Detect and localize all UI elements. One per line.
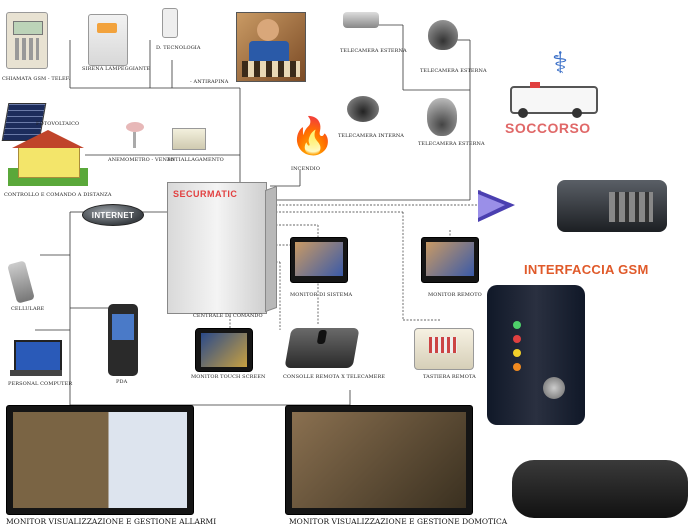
label-antiallagamento: ANTIALLAGAMENTO <box>167 157 224 163</box>
label-pda: PDA <box>116 379 128 385</box>
control-panel-brand: SECURMATIC <box>173 189 238 199</box>
label-anemometro: ANEMOMETRO - VENTO <box>108 157 175 163</box>
label-tastiera: TASTIERA REMOTA <box>423 374 476 380</box>
laptop <box>10 340 62 378</box>
alarm-monitor <box>6 405 194 515</box>
label-personal-computer: PERSONAL COMPUTER <box>8 381 73 387</box>
label-monitor-domotica: MONITOR VISUALIZZAZIONE E GESTIONE DOMOT… <box>289 517 508 526</box>
label-telecamera-interna: TELECAMERA INTERNA <box>338 133 405 139</box>
label-soccorso: SOCCORSO <box>505 120 591 136</box>
label-controllo-distanza: CONTROLLO E COMANDO A DISTANZA <box>4 192 112 198</box>
anemometer-device <box>122 122 148 150</box>
rfid-key-fob <box>512 460 688 518</box>
remote-monitor <box>421 237 479 283</box>
label-monitor-sistema: MONITOR DI SISTEMA <box>290 292 353 298</box>
control-panel <box>167 182 267 314</box>
internet-label: INTERNET <box>91 210 135 220</box>
dome-camera-2 <box>427 98 457 136</box>
dome-camera-1 <box>428 20 458 50</box>
gsm-dialer-device <box>6 12 48 69</box>
house-image <box>8 128 88 188</box>
label-telecamera-esterna-2: TELECAMERA ESTERNA <box>420 68 487 74</box>
siren-device <box>88 14 128 66</box>
label-chiamata-gsm: CHIAMATA GSM - TELEF. <box>2 76 71 82</box>
flood-sensor <box>172 128 206 150</box>
label-centrale: CENTRALE DI COMANDO <box>193 313 263 319</box>
motion-sensor-device <box>162 8 178 38</box>
label-interfaccia-gsm: INTERFACCIA GSM <box>524 262 649 277</box>
label-telecamera-esterna-1: TELECAMERA ESTERNA <box>340 48 407 54</box>
label-sirena: SIRENA LAMPEGGIANTE <box>82 66 151 72</box>
label-incendio: INCENDIO <box>291 166 321 172</box>
label-fotovoltaico: FOTOVOLTAICO <box>36 121 80 127</box>
label-consolle: CONSOLLE REMOTA X TELECAMERE <box>283 374 386 380</box>
internal-camera <box>347 96 379 122</box>
label-antirapina: - ANTIRAPINA <box>190 79 229 85</box>
caduceus-icon: ⚕ <box>551 46 569 81</box>
system-monitor <box>290 237 348 283</box>
ambulance-icon <box>510 82 598 118</box>
domotica-monitor <box>285 405 473 515</box>
camera-console <box>284 328 360 368</box>
label-touch-screen: MONITOR TOUCH SCREEN <box>191 374 266 380</box>
label-monitor-remoto: MONITOR REMOTO <box>428 292 482 298</box>
control-panel-side <box>265 185 277 313</box>
label-tecnologia: D. TECNOLOGIA <box>156 45 201 51</box>
fire-icon: 🔥 <box>290 116 335 157</box>
pda-device <box>108 304 138 376</box>
external-camera-1 <box>343 12 379 28</box>
touch-screen-monitor <box>195 328 253 372</box>
remote-keypad <box>414 328 474 370</box>
desk-phone <box>557 180 667 232</box>
internet-cloud: INTERNET <box>82 204 144 226</box>
label-monitor-allarmi: MONITOR VISUALIZZAZIONE E GESTIONE ALLAR… <box>6 517 217 526</box>
label-telecamera-esterna-3: TELECAMERA ESTERNA <box>418 141 485 147</box>
label-cellulare: CELLULARE <box>11 306 45 312</box>
chess-photo <box>236 12 306 82</box>
gsm-module <box>487 285 585 425</box>
